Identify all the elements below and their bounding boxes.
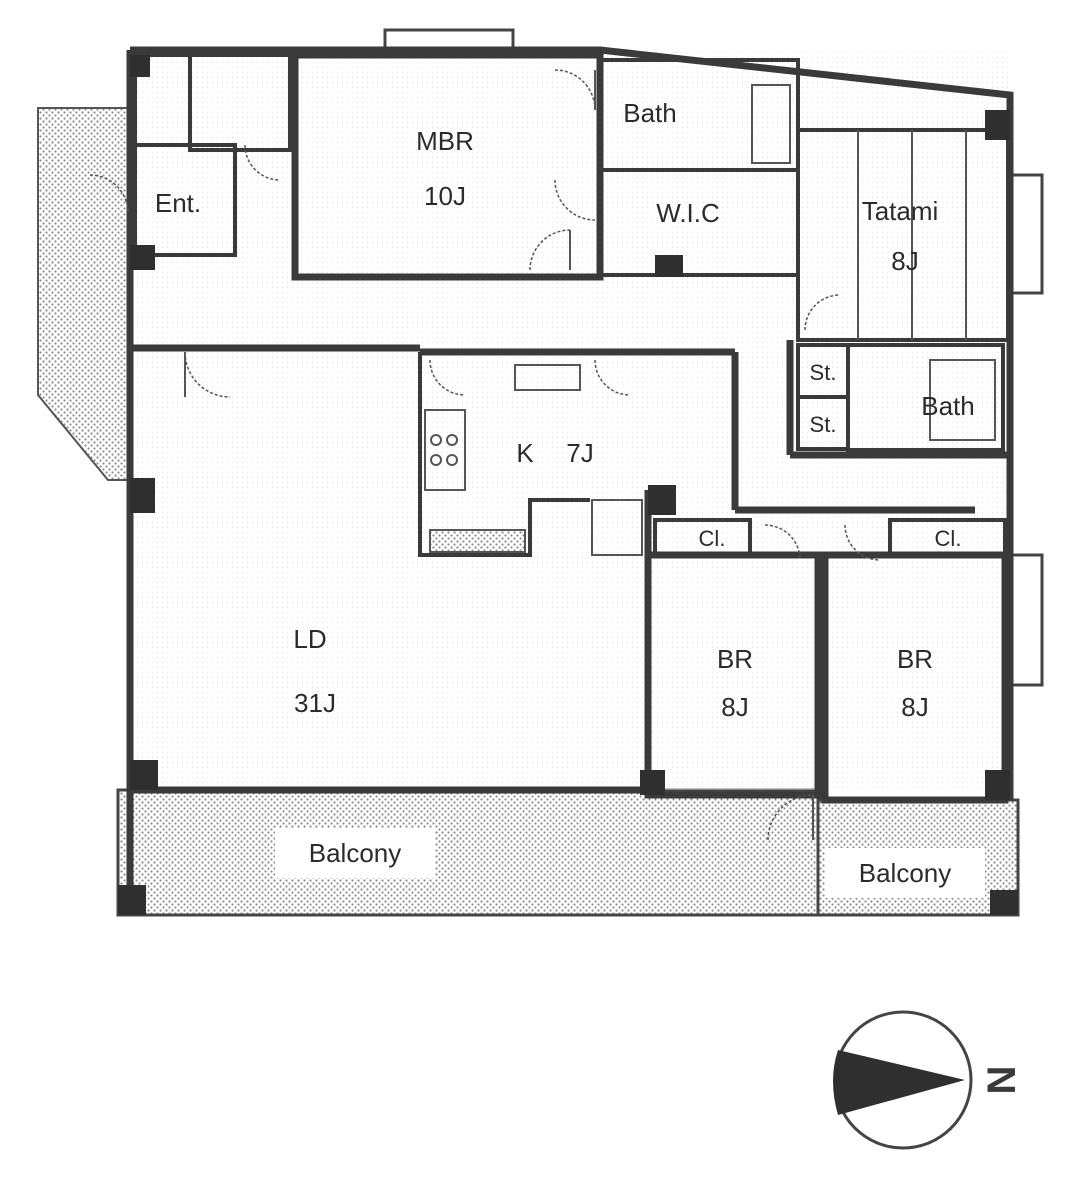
- compass-needle-icon: [833, 1050, 965, 1115]
- compass: N: [833, 1010, 1024, 1150]
- br1-label: BR: [717, 644, 753, 674]
- entrance-label: Ent.: [155, 188, 201, 218]
- tatami-walls: [796, 128, 1010, 342]
- br2-label: BR: [897, 644, 933, 674]
- wic-label: W.I.C: [656, 198, 720, 228]
- bath-lower-walls: [846, 343, 1005, 452]
- storage-1-label: St.: [810, 360, 837, 385]
- ld-size: 31J: [294, 688, 336, 718]
- mbr-label: MBR: [416, 126, 474, 156]
- kitchen-island: [591, 499, 643, 556]
- left-terrace: [37, 107, 129, 481]
- balcony-1-label: Balcony: [309, 838, 402, 868]
- bath-lower-label: Bath: [921, 391, 975, 421]
- interior-floor: [130, 50, 1010, 790]
- closet-2-label: Cl.: [935, 526, 962, 551]
- mbr-size: 10J: [424, 181, 466, 211]
- kitchen-walls: [418, 352, 590, 557]
- balcony-label-box-2: [825, 848, 985, 898]
- bathtub-upper: [751, 84, 791, 164]
- window-bay-right-1: [1010, 173, 1044, 295]
- kitchen-label: K: [516, 438, 534, 468]
- kitchen-counter: [429, 529, 526, 553]
- structural-pillars: [118, 55, 1018, 915]
- compass-north-label: N: [980, 1066, 1024, 1095]
- kitchen-size: 7J: [566, 438, 593, 468]
- kitchen-sink: [514, 364, 581, 391]
- closet-2-walls: [888, 518, 1007, 557]
- kitchen-stove: [424, 409, 466, 491]
- bathtub-lower: [929, 359, 996, 441]
- balcony-area-1: [116, 788, 820, 917]
- balcony-label-box-1: [275, 828, 435, 878]
- tatami-size: 8J: [891, 246, 918, 276]
- closet-1-walls: [653, 518, 752, 557]
- tatami-label: Tatami: [862, 196, 939, 226]
- closet-1-label: Cl.: [699, 526, 726, 551]
- door-swings: [89, 69, 881, 841]
- br2-size: 8J: [901, 692, 928, 722]
- br1-size: 8J: [721, 692, 748, 722]
- wc-upper-walls: [133, 53, 192, 147]
- balcony-2-label: Balcony: [859, 858, 952, 888]
- bath-upper-label: Bath: [623, 98, 677, 128]
- ld-label: LD: [293, 624, 326, 654]
- storage-2-label: St.: [810, 412, 837, 437]
